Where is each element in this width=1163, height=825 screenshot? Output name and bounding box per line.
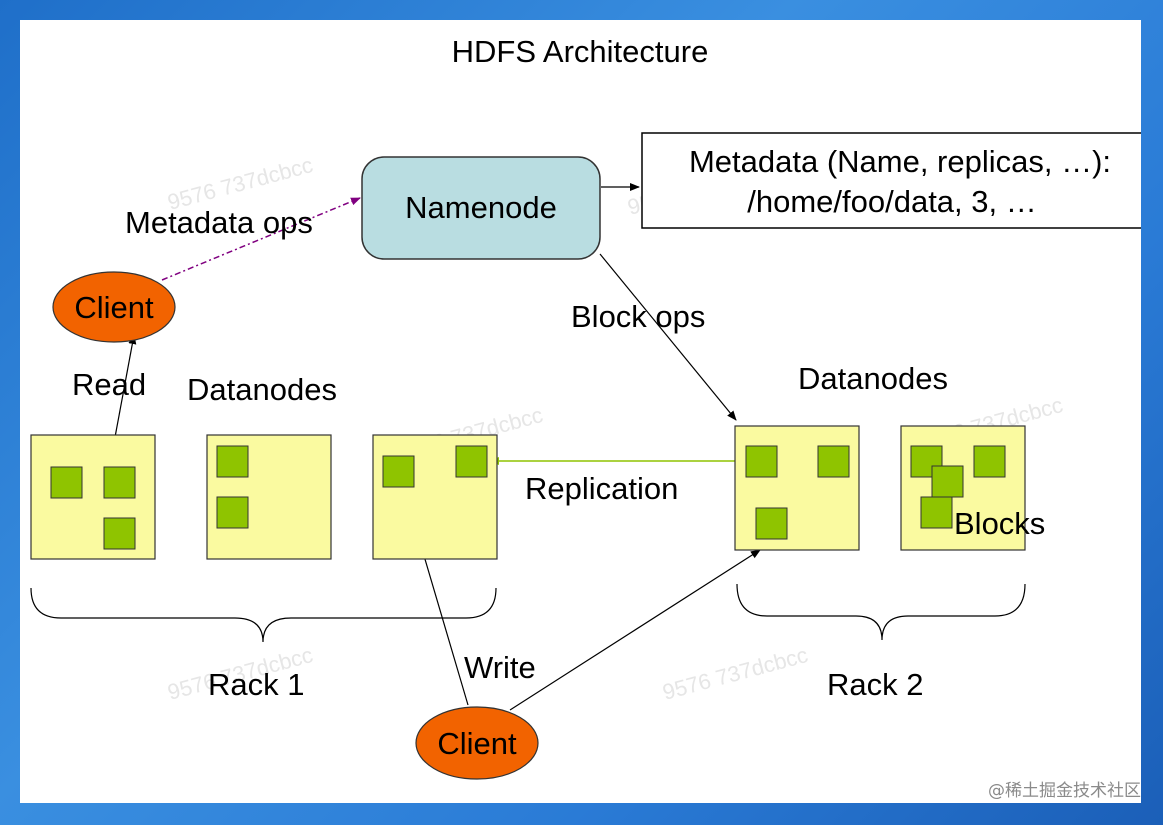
read-arrow <box>112 334 137 449</box>
watermark-text: 9576 737dcbcc <box>660 642 811 705</box>
namenode-label: Namenode <box>405 190 557 225</box>
metadata-box <box>641 132 1141 229</box>
block <box>973 445 1006 478</box>
block <box>216 445 249 478</box>
slide: 9576 737dcbcc 9576 737dcbcc 9576 737dcbc… <box>20 20 1141 803</box>
block-ops-label: Block ops <box>571 299 705 334</box>
block <box>755 507 788 540</box>
read-label: Read <box>72 367 146 402</box>
client-bottom-node <box>415 706 539 780</box>
rack1-datanode-1 <box>30 434 156 560</box>
rack2-datanode-1 <box>734 425 860 551</box>
block <box>745 445 778 478</box>
blocks-label: Blocks <box>954 506 1045 541</box>
datanodes-left-label: Datanodes <box>187 372 337 407</box>
write-label: Write <box>464 650 536 685</box>
block <box>216 496 249 529</box>
block <box>817 445 850 478</box>
rack1-datanode-3 <box>372 434 498 560</box>
client-bottom-label: Client <box>437 726 517 761</box>
metadata-line1: Metadata (Name, replicas, …): <box>689 144 1111 179</box>
diagram-title: HDFS Architecture <box>452 34 709 69</box>
rack2-datanode-2 <box>900 425 1026 551</box>
datanodes-right-label: Datanodes <box>798 361 948 396</box>
metadata-ops-label: Metadata ops <box>125 205 313 240</box>
client-top-label: Client <box>74 290 154 325</box>
block <box>455 445 488 478</box>
rack1-brace <box>30 587 497 643</box>
block <box>50 466 83 499</box>
block <box>103 517 136 550</box>
block <box>931 465 964 498</box>
block-ops-arrow <box>599 253 737 421</box>
rack1-label: Rack 1 <box>208 667 304 702</box>
client-top-node <box>52 271 176 343</box>
block <box>382 455 415 488</box>
replication-label: Replication <box>525 471 678 506</box>
metadata-line2: /home/foo/data, 3, … <box>747 184 1037 219</box>
block <box>920 496 953 529</box>
rack1-datanode-2 <box>206 434 332 560</box>
write-arrow-right <box>509 549 761 711</box>
site-watermark: @稀土掘金技术社区 <box>988 781 1141 801</box>
metadata-ops-arrow <box>161 197 361 281</box>
namenode-box <box>361 156 601 260</box>
block <box>103 466 136 499</box>
rack2-label: Rack 2 <box>827 667 923 702</box>
rack2-brace <box>736 583 1026 641</box>
hdfs-architecture-diagram: 9576 737dcbcc 9576 737dcbcc 9576 737dcbc… <box>30 34 1141 780</box>
